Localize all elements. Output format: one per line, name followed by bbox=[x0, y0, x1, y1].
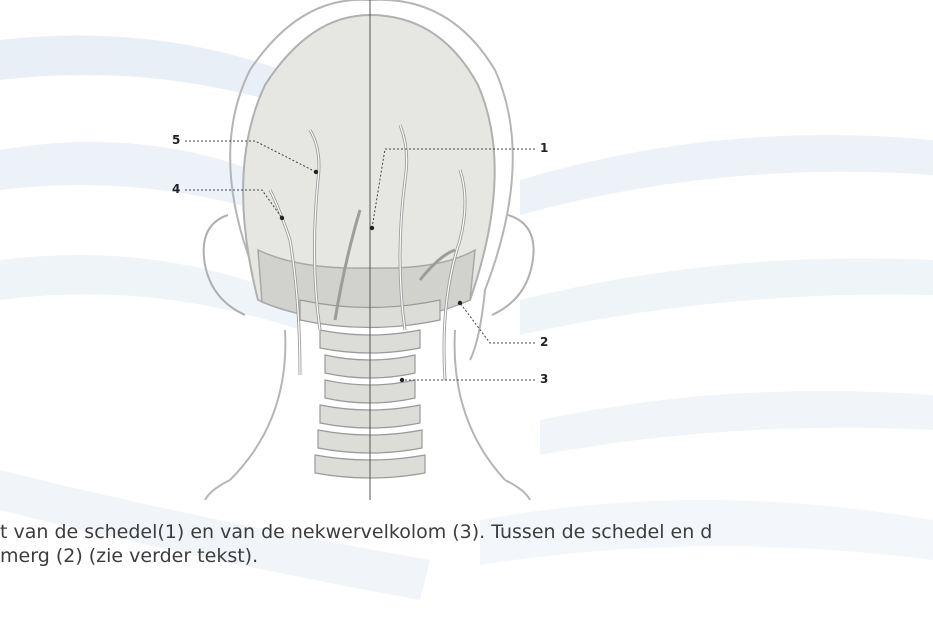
caption-line-2: nmerg (2) (zie verder tekst). bbox=[0, 544, 933, 568]
right-ear bbox=[492, 215, 534, 315]
callout-2: 2 bbox=[540, 335, 548, 349]
callout-4: 4 bbox=[172, 182, 180, 196]
left-ear bbox=[204, 215, 245, 315]
figure-caption: nt van de schedel(1) en van de nekwervel… bbox=[0, 520, 933, 568]
caption-line-1: nt van de schedel(1) en van de nekwervel… bbox=[0, 520, 933, 544]
shoulders bbox=[205, 480, 530, 500]
callout-5: 5 bbox=[172, 133, 180, 147]
callout-3: 3 bbox=[540, 372, 548, 386]
skull-and-neck-diagram bbox=[0, 0, 933, 500]
callout-1: 1 bbox=[540, 141, 548, 155]
